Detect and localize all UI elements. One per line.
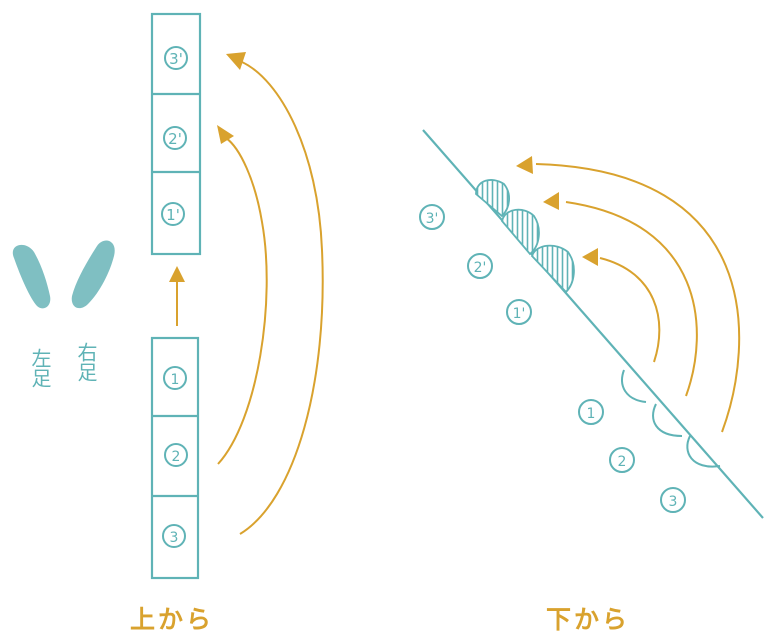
right-caption: 下から — [546, 605, 631, 634]
hatched-step-3-prime — [475, 179, 510, 218]
lower-step-3: 3 — [162, 524, 186, 548]
outline-step-3 — [686, 435, 721, 468]
svg-text:1': 1' — [166, 206, 180, 224]
svg-text:1: 1 — [587, 406, 596, 422]
upper-step-3-prime: 3' — [164, 46, 188, 70]
right-curved-arrow-inner — [582, 248, 661, 363]
outline-step-2 — [652, 403, 683, 437]
lower-step-2: 2 — [164, 443, 188, 467]
right-lower-step-1: 1 — [578, 399, 604, 425]
upper-column — [150, 12, 202, 256]
left-foot-label: 左足 — [28, 348, 52, 388]
lower-step-1: 1 — [163, 366, 187, 390]
svg-text:3': 3' — [169, 50, 183, 68]
left-curved-arrow-inner — [217, 125, 268, 465]
upper-step-1-prime: 1' — [161, 202, 185, 226]
svg-text:1: 1 — [171, 372, 180, 388]
right-foot-icon — [71, 240, 115, 309]
svg-text:2': 2' — [474, 260, 487, 276]
upper-step-2-prime: 2' — [163, 126, 187, 150]
svg-text:3: 3 — [669, 494, 678, 510]
right-foot-label: 右足 — [74, 342, 98, 382]
svg-text:3: 3 — [170, 530, 179, 546]
right-lower-step-2: 2 — [609, 447, 635, 473]
right-lower-step-3: 3 — [660, 487, 686, 513]
svg-text:2: 2 — [618, 454, 627, 470]
left-curved-arrow-outer — [226, 52, 324, 535]
left-caption: 上から — [130, 605, 215, 634]
hatched-step-1-prime — [530, 244, 575, 294]
svg-text:3': 3' — [426, 211, 439, 227]
left-foot-icon — [12, 244, 51, 309]
slope-line — [422, 129, 764, 519]
right-upper-step-2-prime: 2' — [467, 253, 493, 279]
svg-text:2: 2 — [172, 449, 181, 465]
right-upper-step-1-prime: 1' — [506, 299, 532, 325]
outline-step-1 — [621, 369, 647, 403]
svg-text:1': 1' — [513, 306, 526, 322]
hatched-step-2-prime — [501, 208, 540, 256]
svg-text:2': 2' — [168, 130, 182, 148]
right-curved-arrow-middle — [543, 192, 698, 397]
up-arrow — [169, 266, 185, 326]
lower-column — [150, 336, 200, 580]
right-upper-step-3-prime: 3' — [419, 204, 445, 230]
right-curved-arrow-outer — [516, 156, 741, 433]
